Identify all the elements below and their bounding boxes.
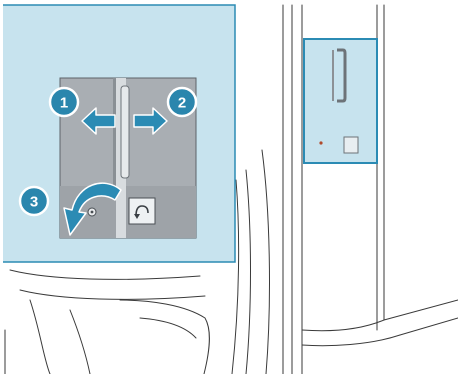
door-detail-highlight	[304, 39, 377, 163]
step-badge-3: 3	[20, 187, 48, 215]
door-handle-icon	[121, 86, 129, 178]
keyhole-small-icon	[319, 141, 322, 144]
svg-text:3: 3	[30, 194, 38, 211]
svg-text:1: 1	[60, 95, 68, 112]
release-button-icon	[129, 198, 155, 224]
callout-panel: 1 2 3	[3, 5, 235, 262]
step-badge-1: 1	[50, 88, 78, 116]
release-button-small	[344, 137, 358, 153]
step-badge-2: 2	[168, 88, 196, 116]
svg-text:2: 2	[178, 95, 186, 112]
